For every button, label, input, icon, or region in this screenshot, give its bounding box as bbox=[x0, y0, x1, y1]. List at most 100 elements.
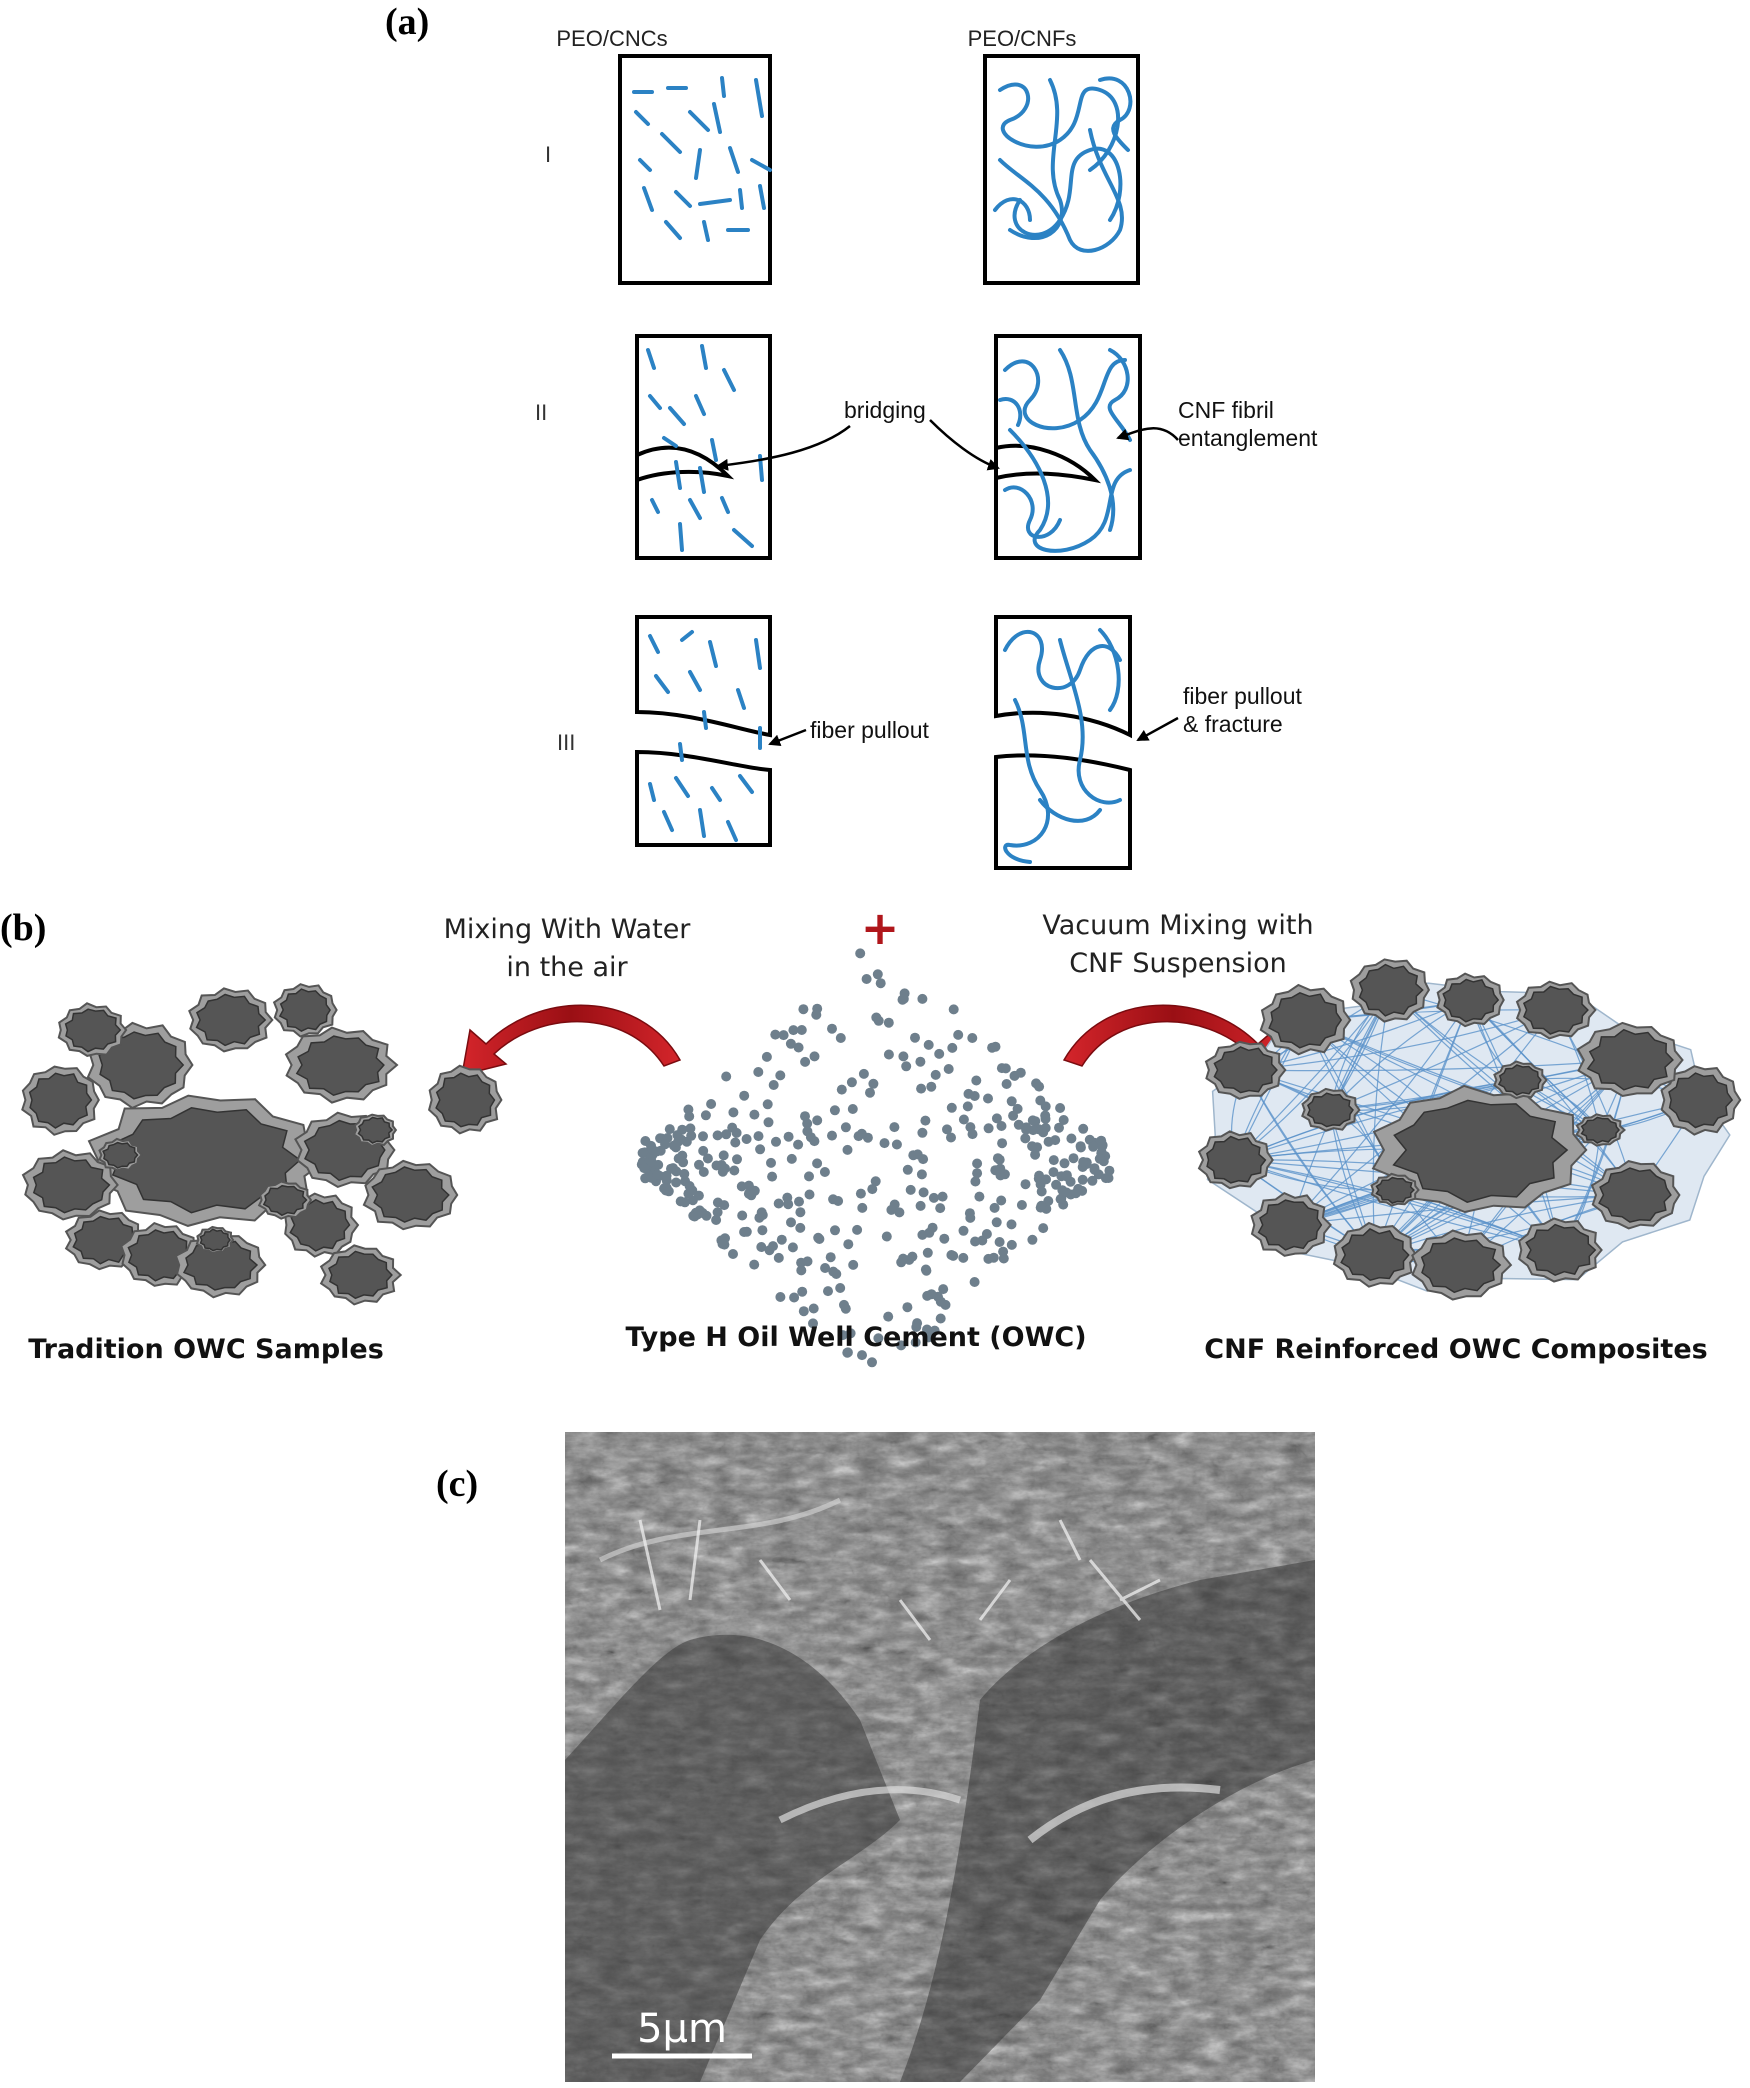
cement-particle bbox=[711, 1215, 722, 1225]
bridging-arrow-right bbox=[929, 419, 1000, 471]
annotation-pullout-fracture-1: fiber pullout bbox=[1183, 683, 1303, 709]
caption-traditional-owc: Tradition OWC Samples bbox=[28, 1334, 384, 1365]
cement-particle bbox=[749, 1109, 760, 1120]
cement-particle bbox=[757, 1225, 768, 1236]
cement-particle bbox=[962, 1101, 973, 1112]
cement-particle bbox=[833, 1196, 844, 1206]
cement-particle bbox=[828, 1266, 839, 1277]
cement-particle bbox=[901, 1061, 912, 1072]
cement-particle bbox=[883, 1311, 894, 1322]
cement-particle bbox=[840, 1303, 851, 1314]
cement-particle bbox=[1006, 1219, 1017, 1230]
panel-a: (a) PEO/CNCs PEO/CNFs I II III bbox=[385, 1, 1318, 870]
cement-particle bbox=[639, 1163, 650, 1174]
column-header-cnfs: PEO/CNFs bbox=[968, 26, 1077, 51]
pullout-arrow bbox=[768, 728, 807, 746]
cement-particle bbox=[808, 1318, 818, 1329]
cement-particle bbox=[783, 1131, 794, 1142]
traditional-grain-18-core bbox=[199, 1228, 231, 1252]
cement-particle bbox=[997, 1138, 1008, 1149]
cement-particle bbox=[1016, 1200, 1027, 1210]
cement-particle bbox=[868, 1078, 879, 1089]
cement-particle bbox=[958, 1252, 969, 1263]
cement-particle bbox=[958, 1225, 969, 1236]
cement-particle bbox=[712, 1207, 723, 1218]
cnc-rods-crack bbox=[646, 344, 764, 552]
cement-particle bbox=[1000, 1063, 1011, 1074]
cement-particle bbox=[983, 1093, 993, 1104]
traditional-grain-20-core bbox=[357, 1116, 394, 1144]
cement-particle bbox=[970, 1236, 981, 1247]
cement-particle bbox=[763, 1117, 774, 1128]
cnc-crack bbox=[635, 445, 735, 483]
sem-micrograph: 5μm bbox=[565, 1432, 1315, 2082]
annotation-cnf-2: entanglement bbox=[1178, 425, 1318, 451]
cement-particle bbox=[679, 1168, 690, 1179]
cement-particle bbox=[946, 1250, 957, 1260]
cement-particle bbox=[793, 1139, 804, 1150]
cement-particle bbox=[721, 1071, 732, 1082]
cement-particle bbox=[728, 1249, 738, 1259]
cement-particle bbox=[673, 1153, 684, 1164]
cement-particle bbox=[1070, 1188, 1081, 1199]
cement-particle bbox=[808, 1303, 819, 1314]
cement-particle bbox=[793, 1042, 804, 1053]
cement-particle bbox=[743, 1180, 754, 1191]
cement-particle bbox=[939, 1233, 950, 1244]
cement-particle bbox=[771, 1136, 781, 1147]
cement-particle bbox=[881, 1231, 892, 1242]
cement-particle bbox=[917, 1127, 928, 1138]
cement-particle bbox=[1078, 1123, 1089, 1134]
cement-particle bbox=[819, 1167, 830, 1177]
cement-particle bbox=[1048, 1155, 1059, 1166]
cement-particle bbox=[1059, 1158, 1070, 1169]
right-step-label-1: Vacuum Mixing with bbox=[1042, 910, 1313, 941]
cement-particle bbox=[963, 1088, 974, 1099]
cement-particle bbox=[971, 1075, 982, 1086]
cement-particle bbox=[1054, 1122, 1064, 1133]
cement-particle bbox=[837, 1330, 848, 1341]
reinforced-grain-8-core bbox=[1420, 1237, 1502, 1294]
cement-particle bbox=[889, 1122, 900, 1133]
reinforced-grain-18-core bbox=[1497, 1064, 1542, 1096]
cement-particle bbox=[969, 1277, 980, 1287]
cement-particle bbox=[671, 1177, 682, 1188]
cement-particle bbox=[964, 1208, 975, 1219]
traditional-grain-15-core bbox=[371, 1166, 450, 1223]
cement-particle bbox=[811, 1009, 822, 1020]
cement-particle bbox=[666, 1163, 676, 1174]
traditional-grain-17-core bbox=[262, 1184, 308, 1217]
cement-particle bbox=[853, 1131, 864, 1142]
cement-particle bbox=[912, 1149, 923, 1160]
cement-particle bbox=[923, 1039, 934, 1050]
cement-particle bbox=[870, 1176, 881, 1187]
cement-particle bbox=[948, 1004, 959, 1015]
cement-particle bbox=[712, 1130, 723, 1141]
cement-particle bbox=[1035, 1202, 1046, 1213]
cement-particle bbox=[836, 1084, 847, 1095]
cement-particle bbox=[1030, 1149, 1041, 1160]
panel-b-label: (b) bbox=[0, 907, 46, 949]
cement-particle bbox=[991, 1217, 1002, 1228]
cement-particle bbox=[928, 1192, 939, 1203]
cnf-fibrils-pullout bbox=[1003, 628, 1122, 864]
cement-particle bbox=[796, 1025, 807, 1035]
cement-particle bbox=[652, 1169, 663, 1180]
cement-particle bbox=[1077, 1174, 1088, 1185]
annotation-bridging: bridging bbox=[844, 397, 926, 423]
cement-particle bbox=[718, 1150, 729, 1161]
cement-particle bbox=[842, 1347, 853, 1358]
cement-particle bbox=[1055, 1103, 1066, 1113]
cement-particle bbox=[739, 1090, 750, 1101]
cement-particle bbox=[946, 1102, 957, 1113]
reinforced-grain-7-core bbox=[1340, 1227, 1410, 1282]
cement-particle bbox=[861, 974, 872, 984]
cement-particle bbox=[916, 1083, 927, 1094]
cement-particle bbox=[958, 1114, 969, 1125]
cement-particle bbox=[845, 1328, 856, 1339]
cement-particle bbox=[1041, 1174, 1051, 1185]
cement-particle bbox=[732, 1154, 742, 1165]
reinforced-grain-1-core bbox=[1392, 1099, 1569, 1204]
cement-particle bbox=[677, 1124, 688, 1135]
cnf-fiber-link bbox=[1289, 999, 1471, 1226]
